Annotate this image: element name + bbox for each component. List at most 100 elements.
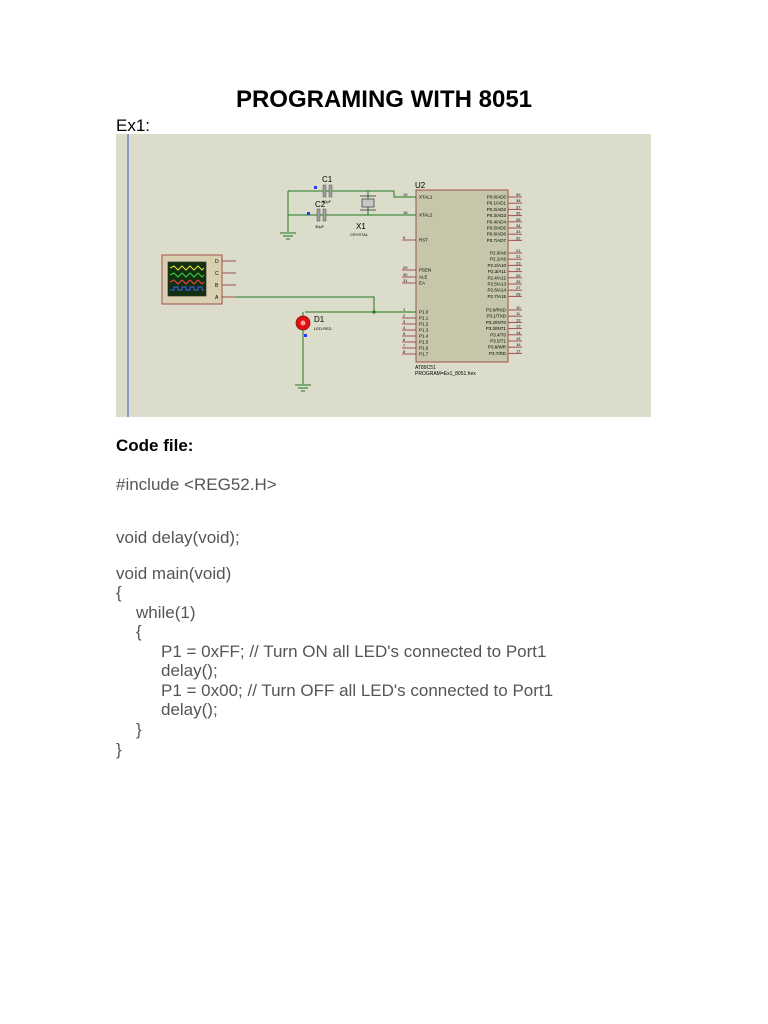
svg-text:36: 36	[516, 211, 521, 216]
code-line-delay-1: delay();	[161, 661, 218, 680]
svg-text:P1.3: P1.3	[419, 328, 429, 333]
trace-c	[169, 272, 205, 278]
trace-b	[169, 279, 205, 285]
code-line-while-close: }	[136, 720, 142, 739]
svg-text:A: A	[215, 295, 219, 301]
code-line-close-brace: }	[116, 740, 122, 759]
u2-label: U2	[415, 181, 426, 190]
code-line-p1-on: P1 = 0xFF; // Turn ON all LED's connecte…	[161, 642, 547, 661]
svg-text:24: 24	[516, 267, 521, 272]
svg-text:33: 33	[516, 229, 521, 234]
svg-text:PSEN: PSEN	[419, 268, 431, 273]
c2-value: 30pF	[315, 224, 325, 229]
junction-dot	[372, 310, 376, 314]
svg-text:P2.0/A8: P2.0/A8	[490, 251, 507, 256]
chip-right-pin: P3.2/INT0 12	[486, 317, 522, 325]
svg-text:34: 34	[516, 223, 521, 228]
svg-text:P0.2/AD2: P0.2/AD2	[487, 207, 507, 212]
document-title: PROGRAMING WITH 8051	[235, 86, 533, 113]
code-line-delay-proto: void delay(void);	[116, 528, 240, 547]
d1-label: D1	[314, 315, 325, 324]
svg-text:31: 31	[403, 278, 408, 283]
svg-text:P1.0: P1.0	[419, 310, 429, 315]
svg-text:P3.2/INT0: P3.2/INT0	[486, 320, 507, 325]
svg-text:38: 38	[516, 198, 521, 203]
svg-text:26: 26	[516, 279, 521, 284]
svg-text:6: 6	[403, 337, 406, 342]
microcontroller-u2	[415, 189, 509, 363]
svg-text:8: 8	[403, 349, 406, 354]
svg-text:30: 30	[403, 272, 408, 277]
oscilloscope-screen	[167, 261, 207, 297]
scope-to-p10-wire	[236, 296, 416, 313]
code-line-main: void main(void)	[116, 564, 232, 583]
svg-text:ALE: ALE	[419, 275, 428, 280]
svg-text:P1.2: P1.2	[419, 322, 429, 327]
scope-channel: C	[215, 271, 236, 277]
svg-text:P0.1/AD1: P0.1/AD1	[487, 201, 507, 206]
svg-text:1: 1	[403, 307, 406, 312]
x1-type: CRYSTAL	[350, 232, 369, 237]
c1-marker	[314, 186, 317, 189]
d1-marker	[304, 334, 307, 337]
svg-text:35: 35	[516, 217, 521, 222]
code-line-while: while(1)	[136, 603, 196, 622]
svg-text:17: 17	[516, 348, 521, 353]
scope-channel: B	[215, 283, 236, 289]
svg-text:C: C	[215, 271, 219, 277]
svg-text:19: 19	[403, 192, 408, 197]
c2-label: C2	[315, 200, 326, 209]
trace-a	[170, 286, 204, 291]
svg-text:21: 21	[516, 248, 521, 253]
svg-text:P2.6/A14: P2.6/A14	[487, 288, 506, 293]
chip-program-label: PROGRAM=Ex1_8051.hex	[415, 371, 476, 377]
svg-text:32: 32	[516, 235, 521, 240]
svg-text:16: 16	[516, 342, 521, 347]
svg-text:P3.7/RD: P3.7/RD	[489, 351, 507, 356]
crystal-x1	[361, 198, 375, 208]
svg-text:B: B	[215, 283, 219, 289]
svg-text:29: 29	[403, 265, 408, 270]
chip-right-pin: P2.0/A8 21	[490, 248, 522, 256]
svg-text:D: D	[215, 259, 219, 265]
svg-text:P2.7/A15: P2.7/A15	[487, 294, 506, 299]
svg-text:XTAL2: XTAL2	[419, 213, 433, 218]
c1-plate-b	[328, 184, 333, 198]
svg-text:25: 25	[516, 273, 521, 278]
svg-text:12: 12	[516, 317, 521, 322]
scope-channel: A	[215, 295, 236, 301]
svg-text:P2.2/A10: P2.2/A10	[487, 263, 506, 268]
chip-right-pin: P3.6/WR 16	[488, 342, 522, 350]
svg-text:5: 5	[403, 331, 406, 336]
code-line-include: #include <REG52.H>	[116, 475, 277, 494]
c1-label: C1	[322, 175, 333, 184]
svg-text:18: 18	[403, 210, 408, 215]
svg-text:P1.7: P1.7	[419, 352, 429, 357]
example-label: Ex1:	[116, 116, 151, 135]
xtal1-wire	[288, 190, 416, 198]
svg-text:P2.1/A9: P2.1/A9	[490, 257, 507, 262]
svg-text:P3.6/WR: P3.6/WR	[488, 345, 507, 350]
led-d1-highlight	[300, 320, 306, 326]
